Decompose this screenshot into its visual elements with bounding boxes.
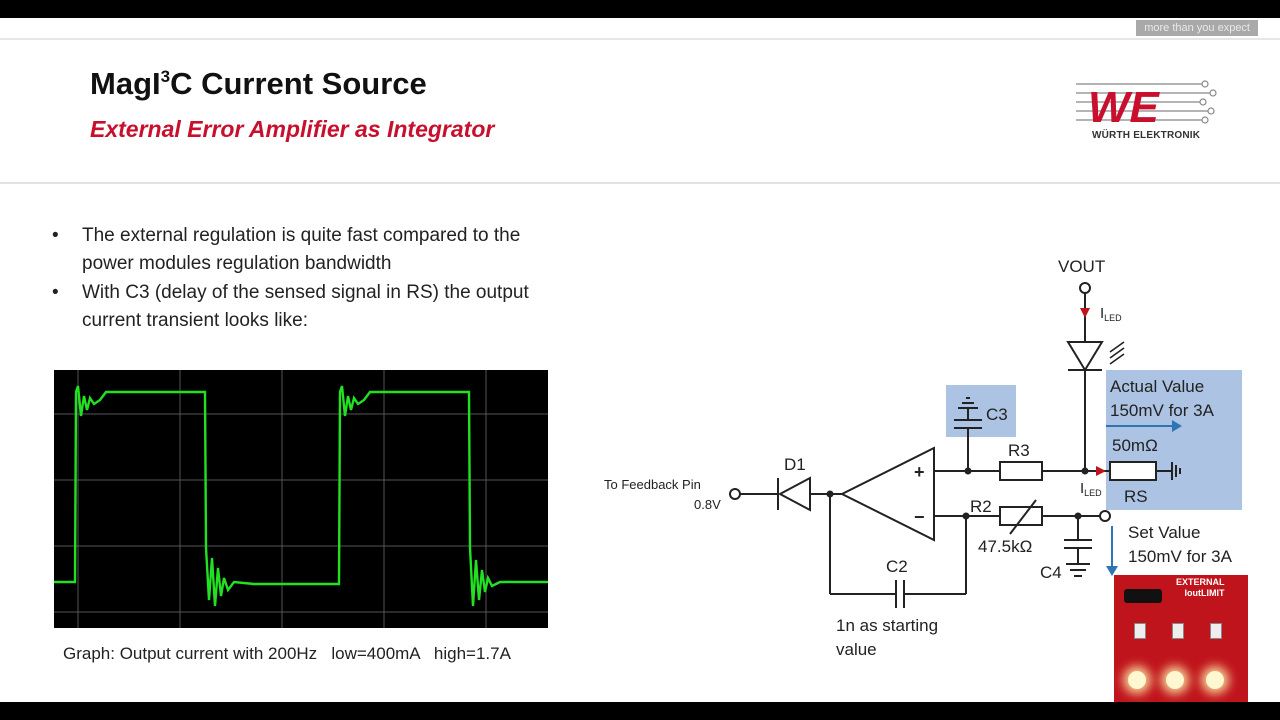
logo-mark: WE bbox=[1088, 83, 1161, 132]
iled-label-top: ILED bbox=[1100, 305, 1122, 323]
oscilloscope-graph bbox=[54, 370, 548, 628]
slide-title: MagI3C Current Source bbox=[90, 66, 427, 102]
c3-label: C3 bbox=[986, 405, 1008, 424]
output-current-trace bbox=[54, 385, 548, 607]
feedback-label: To Feedback Pin bbox=[604, 477, 701, 492]
c4-label: C4 bbox=[1040, 563, 1062, 582]
bullet-item: With C3 (delay of the sensed signal in R… bbox=[52, 279, 552, 335]
rs-value-label: 50mΩ bbox=[1112, 436, 1158, 455]
rs-highlight bbox=[1106, 370, 1242, 510]
title-tail: C Current Source bbox=[170, 66, 427, 101]
led-rays-icon bbox=[1109, 341, 1125, 365]
slide-subtitle: External Error Amplifier as Integrator bbox=[90, 116, 495, 142]
slide: more than you expect MagI3C Current Sour… bbox=[0, 18, 1280, 702]
led-glow bbox=[1206, 671, 1224, 689]
set-value-label: Set Value bbox=[1128, 523, 1200, 542]
logo-subtext: WÜRTH ELEKTRONIK bbox=[1092, 130, 1201, 141]
d1-label: D1 bbox=[784, 455, 806, 474]
vout-label: VOUT bbox=[1058, 257, 1105, 276]
graph-caption: Graph: Output current with 200Hz low=400… bbox=[63, 644, 511, 663]
actual-value-label: Actual Value bbox=[1110, 377, 1204, 396]
led-glow bbox=[1128, 671, 1146, 689]
top-strip: more than you expect bbox=[0, 18, 1280, 40]
smd-part bbox=[1172, 623, 1184, 639]
opamp-minus: − bbox=[914, 507, 925, 527]
title-superscript: 3 bbox=[160, 67, 171, 86]
c2-note: 1n as starting bbox=[836, 616, 938, 635]
bullet-item: The external regulation is quite fast co… bbox=[52, 222, 552, 278]
wurth-logo: WE bbox=[1076, 80, 1217, 132]
r2-value-label: 47.5kΩ bbox=[978, 537, 1032, 556]
tagline: more than you expect bbox=[1136, 20, 1258, 36]
iled-label-rs: ILED bbox=[1080, 480, 1102, 498]
header-divider bbox=[0, 182, 1280, 184]
feedback-voltage: 0.8V bbox=[694, 497, 721, 512]
rs-label: RS bbox=[1124, 487, 1148, 506]
actual-value-sub: 150mV for 3A bbox=[1110, 401, 1215, 420]
bullet-list: The external regulation is quite fast co… bbox=[52, 222, 552, 336]
r2-label: R2 bbox=[970, 497, 992, 516]
iled-arrow-top bbox=[1080, 308, 1090, 318]
smd-part bbox=[1210, 623, 1222, 639]
title-main: MagI bbox=[90, 66, 161, 101]
r3-label: R3 bbox=[1008, 441, 1030, 460]
led-glow bbox=[1166, 671, 1184, 689]
c2-label: C2 bbox=[886, 557, 908, 576]
opamp-plus: + bbox=[914, 462, 925, 482]
set-value-sub: 150mV for 3A bbox=[1128, 547, 1233, 566]
jumper-header bbox=[1124, 589, 1162, 603]
circuit-diagram: VOUT ILED ILED Actual Value 150mV for 3A… bbox=[604, 257, 1242, 659]
c2-note-sub: value bbox=[836, 640, 877, 659]
iled-arrow-rs bbox=[1096, 466, 1106, 476]
smd-part bbox=[1134, 623, 1146, 639]
